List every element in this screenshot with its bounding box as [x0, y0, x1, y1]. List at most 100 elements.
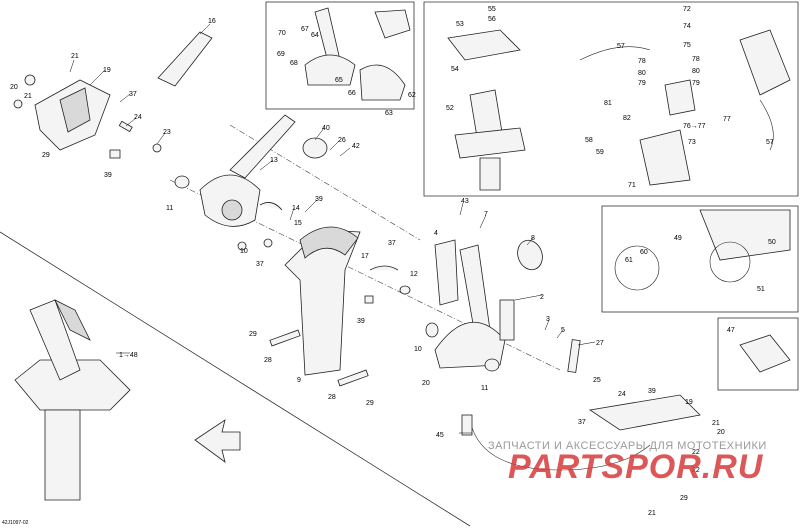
callout-39d: 39: [648, 388, 656, 395]
callout-53: 53: [456, 21, 464, 28]
callout-37c: 37: [388, 240, 396, 247]
callout-11: 11: [166, 205, 173, 212]
part-2: [499, 299, 515, 341]
callout-40: 40: [322, 125, 330, 132]
callout-70: 70: [278, 30, 286, 37]
lever-13-hub: [221, 199, 243, 221]
callout-58: 58: [585, 137, 593, 144]
callout-63: 63: [385, 110, 393, 117]
housing-9-arc: [299, 226, 359, 259]
callout-76-77: 76→77: [683, 123, 706, 130]
inset-control-57: [739, 29, 791, 96]
control-base-48: [14, 359, 131, 411]
callout-25: 25: [593, 377, 601, 384]
front-arrow-icon: [194, 419, 241, 463]
callout-81: 81: [604, 100, 612, 107]
callout-64: 64: [311, 32, 319, 39]
callout-5: 5: [561, 327, 565, 334]
callout-23: 23: [163, 129, 171, 136]
inset-detail-circle-b: [709, 241, 751, 283]
callout-65: 65: [335, 77, 343, 84]
bushing-10: [425, 322, 439, 338]
callout-42: 42: [352, 143, 360, 150]
callout-24b: 24: [618, 391, 626, 398]
callout-21: 21: [71, 53, 79, 60]
callout-47: 47: [727, 327, 735, 334]
callout-52: 52: [446, 105, 454, 112]
callout-69: 69: [277, 51, 285, 58]
callout-57: 57: [617, 43, 625, 50]
inset-cable-57b: [759, 99, 774, 151]
callout-9: 9: [297, 377, 301, 384]
part-27: [567, 339, 581, 373]
callout-57b: 57: [766, 139, 774, 146]
callout-7: 7: [484, 211, 488, 218]
callout-39c: 39: [357, 318, 365, 325]
callout-43: 43: [461, 198, 469, 205]
inset-bracket-71: [639, 129, 691, 186]
divider-line: [0, 231, 471, 527]
callout-29b: 29: [249, 331, 257, 338]
callout-29d: 29: [680, 495, 688, 502]
callout-66: 66: [348, 90, 356, 97]
callout-17: 17: [361, 253, 369, 260]
callout-2: 2: [540, 294, 544, 301]
callout-72: 72: [683, 6, 691, 13]
callout-75: 75: [683, 42, 691, 49]
callout-26: 26: [338, 137, 346, 144]
callout-15: 15: [294, 220, 302, 227]
callout-50: 50: [768, 239, 776, 246]
callout-labels: 16 21 19 20 21 37 24 23 29 39 13 40 26 4…: [10, 6, 776, 517]
callout-29c: 29: [366, 400, 374, 407]
callout-37: 37: [129, 91, 137, 98]
housing-9: [284, 229, 361, 376]
inset-sector-65: [304, 54, 356, 86]
cable-45: [469, 419, 651, 471]
callout-21c: 21: [712, 420, 720, 427]
watermark-logo: PARTSPOR.RU: [508, 448, 764, 486]
callout-80b: 80: [692, 68, 700, 75]
sector-20: [434, 322, 506, 369]
callout-20c: 20: [717, 429, 725, 436]
callout-4: 4: [434, 230, 438, 237]
callout-73: 73: [688, 139, 696, 146]
callout-62: 62: [408, 92, 416, 99]
lever-handle-16: [157, 31, 213, 87]
part-4: [434, 239, 459, 306]
callout-60: 60: [640, 249, 648, 256]
callout-79b: 79: [692, 80, 700, 87]
part-37: [263, 238, 273, 248]
callout-29: 29: [42, 152, 50, 159]
callout-61: 61: [625, 257, 633, 264]
left-bracket-plate: [59, 87, 91, 133]
callout-19: 19: [103, 67, 111, 74]
part-10: [237, 241, 247, 251]
callout-71: 71: [628, 182, 636, 189]
leader-lines: [69, 23, 596, 434]
inset-body-52: [479, 157, 501, 191]
inset-front-arrow: [374, 9, 411, 39]
inset-sector-63: [359, 64, 406, 101]
bushing-11b: [484, 358, 500, 372]
inset-detail-circle: [614, 245, 660, 291]
bushing-11: [174, 175, 190, 189]
callout-12: 12: [410, 271, 418, 278]
callout-39: 39: [104, 172, 112, 179]
callout-1-48: 1→48: [119, 352, 138, 359]
callout-20b: 20: [422, 380, 430, 387]
part-21: [24, 74, 36, 86]
callout-74: 74: [683, 23, 691, 30]
callout-13: 13: [270, 157, 278, 164]
part-12: [399, 285, 411, 295]
callout-19b: 19: [685, 399, 693, 406]
control-grip-48: [54, 299, 91, 341]
watermark-text: ЗАПЧАСТИ И АКСЕССУАРЫ ДЛЯ МОТОТЕХНИКИ: [488, 440, 767, 452]
part-23: [152, 143, 162, 153]
callout-78: 78: [638, 58, 646, 65]
callout-78b: 78: [692, 56, 700, 63]
plate-28: [269, 329, 301, 347]
callout-67: 67: [301, 26, 309, 33]
callout-10b: 10: [414, 346, 422, 353]
callout-28: 28: [264, 357, 272, 364]
